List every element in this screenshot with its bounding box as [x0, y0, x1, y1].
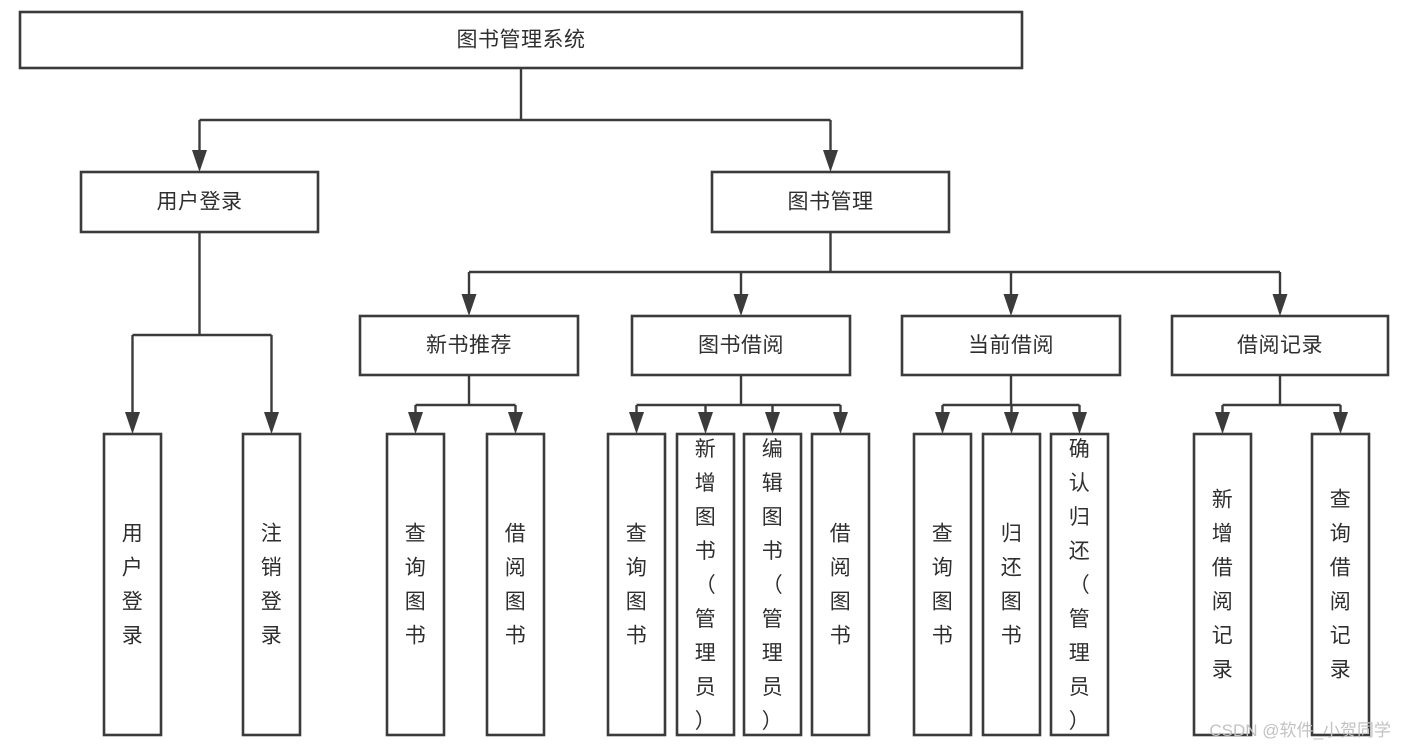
- node-label: 用户登录: [157, 191, 243, 214]
- node-leaf-user-logout[interactable]: 注销登录: [241, 432, 302, 737]
- node-borrow-record[interactable]: 借阅记录: [1170, 314, 1390, 377]
- node-leaf-confirm-return[interactable]: 确认归还（管理员）: [1049, 432, 1110, 737]
- node-leaf-query-book-1[interactable]: 查询图书: [385, 432, 446, 737]
- node-label: 借阅图书: [830, 523, 852, 648]
- arrow-head-icon: [1272, 294, 1288, 316]
- node-label: 用户登录: [122, 523, 144, 648]
- node-box: [675, 432, 736, 737]
- node-box: [485, 432, 546, 737]
- node-leaf-borrow-book-2[interactable]: 借阅图书: [810, 432, 871, 737]
- arrow-head-icon: [833, 412, 848, 434]
- arrow-head-icon: [264, 412, 279, 434]
- node-label: 查询图书: [405, 523, 427, 648]
- node-box: [358, 314, 580, 377]
- node-leaf-add-book[interactable]: 新增图书（管理员）: [675, 432, 736, 737]
- node-label: 新增借阅记录: [1212, 489, 1234, 682]
- node-box: [900, 314, 1122, 377]
- node-label: 查询图书: [626, 523, 648, 648]
- node-box: [1049, 432, 1110, 737]
- node-box: [1192, 432, 1253, 737]
- arrow-head-icon: [935, 412, 950, 434]
- node-leaf-query-book-2[interactable]: 查询图书: [606, 432, 667, 737]
- arrow-head-icon: [1004, 412, 1019, 434]
- node-root[interactable]: 图书管理系统: [18, 10, 1024, 70]
- node-box: [912, 432, 973, 737]
- arrow-head-icon: [1072, 412, 1087, 434]
- node-label: 新书推荐: [426, 334, 512, 357]
- node-box: [742, 432, 803, 737]
- node-layer: 图书管理系统用户登录图书管理新书推荐图书借阅当前借阅借阅记录用户登录注销登录查询…: [18, 10, 1390, 737]
- arrow-head-icon: [823, 150, 838, 172]
- node-label: 图书管理: [788, 191, 874, 214]
- node-leaf-edit-book[interactable]: 编辑图书（管理员）: [742, 432, 803, 737]
- arrow-head-icon: [1333, 412, 1348, 434]
- node-label: 借阅记录: [1237, 334, 1323, 357]
- node-book-manage[interactable]: 图书管理: [710, 170, 951, 234]
- arrow-head-icon: [1215, 412, 1230, 434]
- node-label: 当前借阅: [968, 334, 1054, 357]
- node-box: [385, 432, 446, 737]
- node-book-borrow[interactable]: 图书借阅: [630, 314, 852, 377]
- node-label: 借阅图书: [505, 523, 527, 648]
- node-box: [1310, 432, 1371, 737]
- connector-layer: [125, 68, 1348, 434]
- node-label: 图书管理系统: [457, 29, 586, 52]
- node-label: 查询图书: [932, 523, 954, 648]
- node-leaf-return-book[interactable]: 归还图书: [981, 432, 1042, 737]
- node-label: 确认归还（管理员）: [1069, 438, 1091, 733]
- arrow-head-icon: [508, 412, 523, 434]
- arrow-head-icon: [733, 294, 749, 316]
- node-box: [606, 432, 667, 737]
- node-box: [981, 432, 1042, 737]
- node-current-borrow[interactable]: 当前借阅: [900, 314, 1122, 377]
- node-label: 归还图书: [1001, 523, 1023, 648]
- node-new-book-recommend[interactable]: 新书推荐: [358, 314, 580, 377]
- node-box: [102, 432, 163, 737]
- node-box: [18, 10, 1024, 70]
- arrow-head-icon: [461, 294, 477, 316]
- arrow-head-icon: [1003, 294, 1019, 316]
- node-user-login[interactable]: 用户登录: [79, 170, 320, 234]
- node-label: 编辑图书（管理员）: [762, 438, 784, 733]
- node-label: 注销登录: [261, 523, 283, 648]
- arrow-head-icon: [125, 412, 140, 434]
- node-box: [810, 432, 871, 737]
- node-box: [79, 170, 320, 234]
- node-label: 新增图书（管理员）: [695, 438, 717, 733]
- node-leaf-query-record[interactable]: 查询借阅记录: [1310, 432, 1371, 737]
- node-label: 图书借阅: [698, 334, 784, 357]
- arrow-head-icon: [765, 412, 780, 434]
- arrow-head-icon: [192, 150, 207, 172]
- node-label: 查询借阅记录: [1330, 489, 1352, 682]
- node-leaf-add-record[interactable]: 新增借阅记录: [1192, 432, 1253, 737]
- node-leaf-user-login[interactable]: 用户登录: [102, 432, 163, 737]
- node-box: [630, 314, 852, 377]
- node-box: [241, 432, 302, 737]
- node-leaf-borrow-book-1[interactable]: 借阅图书: [485, 432, 546, 737]
- node-box: [1170, 314, 1390, 377]
- node-leaf-query-book-3[interactable]: 查询图书: [912, 432, 973, 737]
- node-box: [710, 170, 951, 234]
- arrow-head-icon: [698, 412, 713, 434]
- arrow-head-icon: [629, 412, 644, 434]
- arrow-head-icon: [408, 412, 423, 434]
